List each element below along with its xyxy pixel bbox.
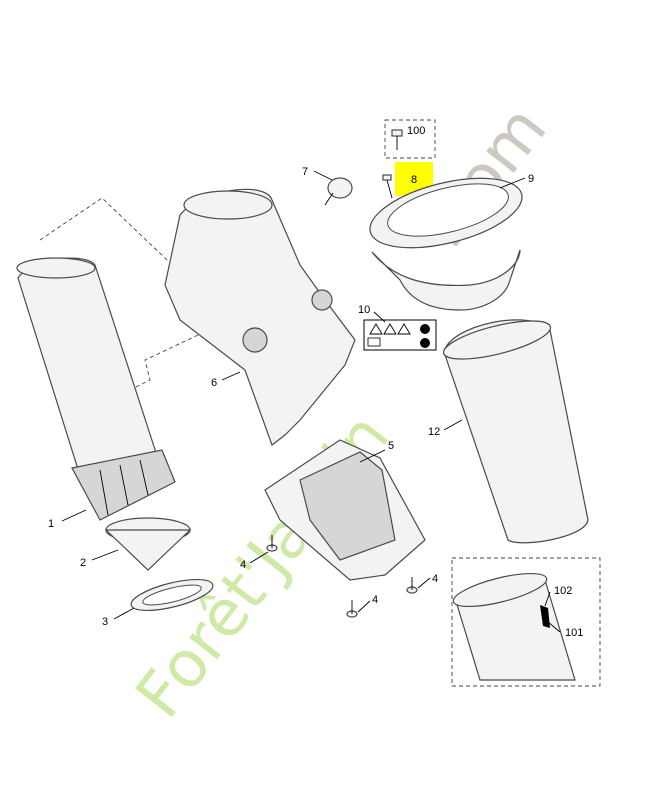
callout-101: 101 (565, 627, 583, 639)
leader-7 (313, 170, 333, 181)
part-7-knob (324, 177, 353, 206)
dashed-frame-assembly (39, 197, 231, 396)
callout-12: 12 (428, 426, 440, 438)
leader-2 (91, 549, 119, 561)
callout-6: 6 (211, 377, 217, 389)
leader-4c (417, 577, 431, 589)
part-4-screw-a (266, 535, 278, 552)
part-12-cylinder (442, 319, 589, 544)
leader-6 (221, 371, 241, 381)
part-9-funnel (369, 177, 523, 311)
leader-3 (113, 607, 135, 620)
part-100-box (384, 119, 436, 159)
part-4-screw-b (346, 600, 358, 618)
part-101-tube-detail (452, 572, 576, 681)
callout-5: 5 (388, 440, 394, 452)
callout-100: 100 (407, 125, 425, 137)
leader-102 (544, 591, 551, 607)
part-102-seal (540, 605, 550, 628)
callout-4b: 4 (372, 594, 378, 606)
callout-8: 8 (411, 174, 417, 186)
callout-2: 2 (80, 557, 86, 569)
leader-1 (61, 509, 87, 522)
part-2-cone (104, 517, 192, 571)
part-10-label (363, 319, 437, 351)
inset-box (451, 557, 601, 687)
leader-12 (443, 419, 463, 431)
callout-9: 9 (528, 173, 534, 185)
leader-101 (547, 621, 561, 633)
callout-102: 102 (554, 585, 572, 597)
callout-4c: 4 (432, 573, 438, 585)
callout-4a: 4 (240, 559, 246, 571)
leader-10 (373, 311, 386, 323)
leader-9 (499, 177, 526, 189)
part-3-ring (130, 578, 214, 612)
leader-4a (249, 551, 269, 564)
callout-1: 1 (48, 518, 54, 530)
leader-4b (357, 600, 371, 613)
part-6-housing (164, 188, 356, 446)
part-1-tube (16, 257, 176, 521)
callout-10: 10 (358, 304, 370, 316)
leader-5 (359, 449, 386, 463)
part-5-base (264, 439, 426, 581)
callout-7: 7 (302, 166, 308, 178)
callout-3: 3 (102, 616, 108, 628)
part-8-screw (382, 174, 393, 199)
part-100-screw (391, 129, 403, 150)
part-4-screw-c (406, 577, 418, 594)
